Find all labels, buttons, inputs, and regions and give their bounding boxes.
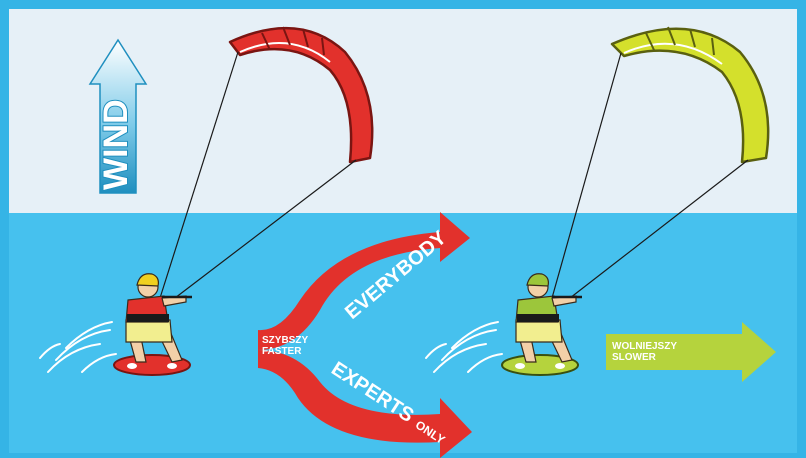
- water-spray-left: [39, 321, 117, 373]
- kiteboard-green: [501, 354, 579, 376]
- kite-yellow: [610, 26, 770, 164]
- kite-lines-red: [159, 51, 357, 299]
- wind-label: WIND: [97, 99, 135, 190]
- slower-label: WOLNIEJSZY SLOWER: [612, 341, 678, 363]
- route-arrow-slower: [606, 322, 776, 382]
- faster-label-pl: SZYBSZY: [262, 335, 309, 346]
- faster-label: SZYBSZY FASTER: [262, 335, 309, 357]
- kite-red: [228, 26, 374, 164]
- water-spray-right: [425, 321, 503, 373]
- slower-label-en: SLOWER: [612, 351, 656, 363]
- route-arrow-everybody: [258, 212, 470, 350]
- rider-green: [501, 273, 582, 376]
- arrow-up-icon: [88, 38, 148, 194]
- faster-label-en: FASTER: [262, 345, 302, 357]
- wind-indicator: WIND: [88, 38, 148, 194]
- slower-label-pl: WOLNIEJSZY: [612, 341, 678, 352]
- kite-lines-yellow: [551, 52, 749, 299]
- route-arrow-experts: [258, 350, 472, 458]
- rider-red: [113, 273, 192, 376]
